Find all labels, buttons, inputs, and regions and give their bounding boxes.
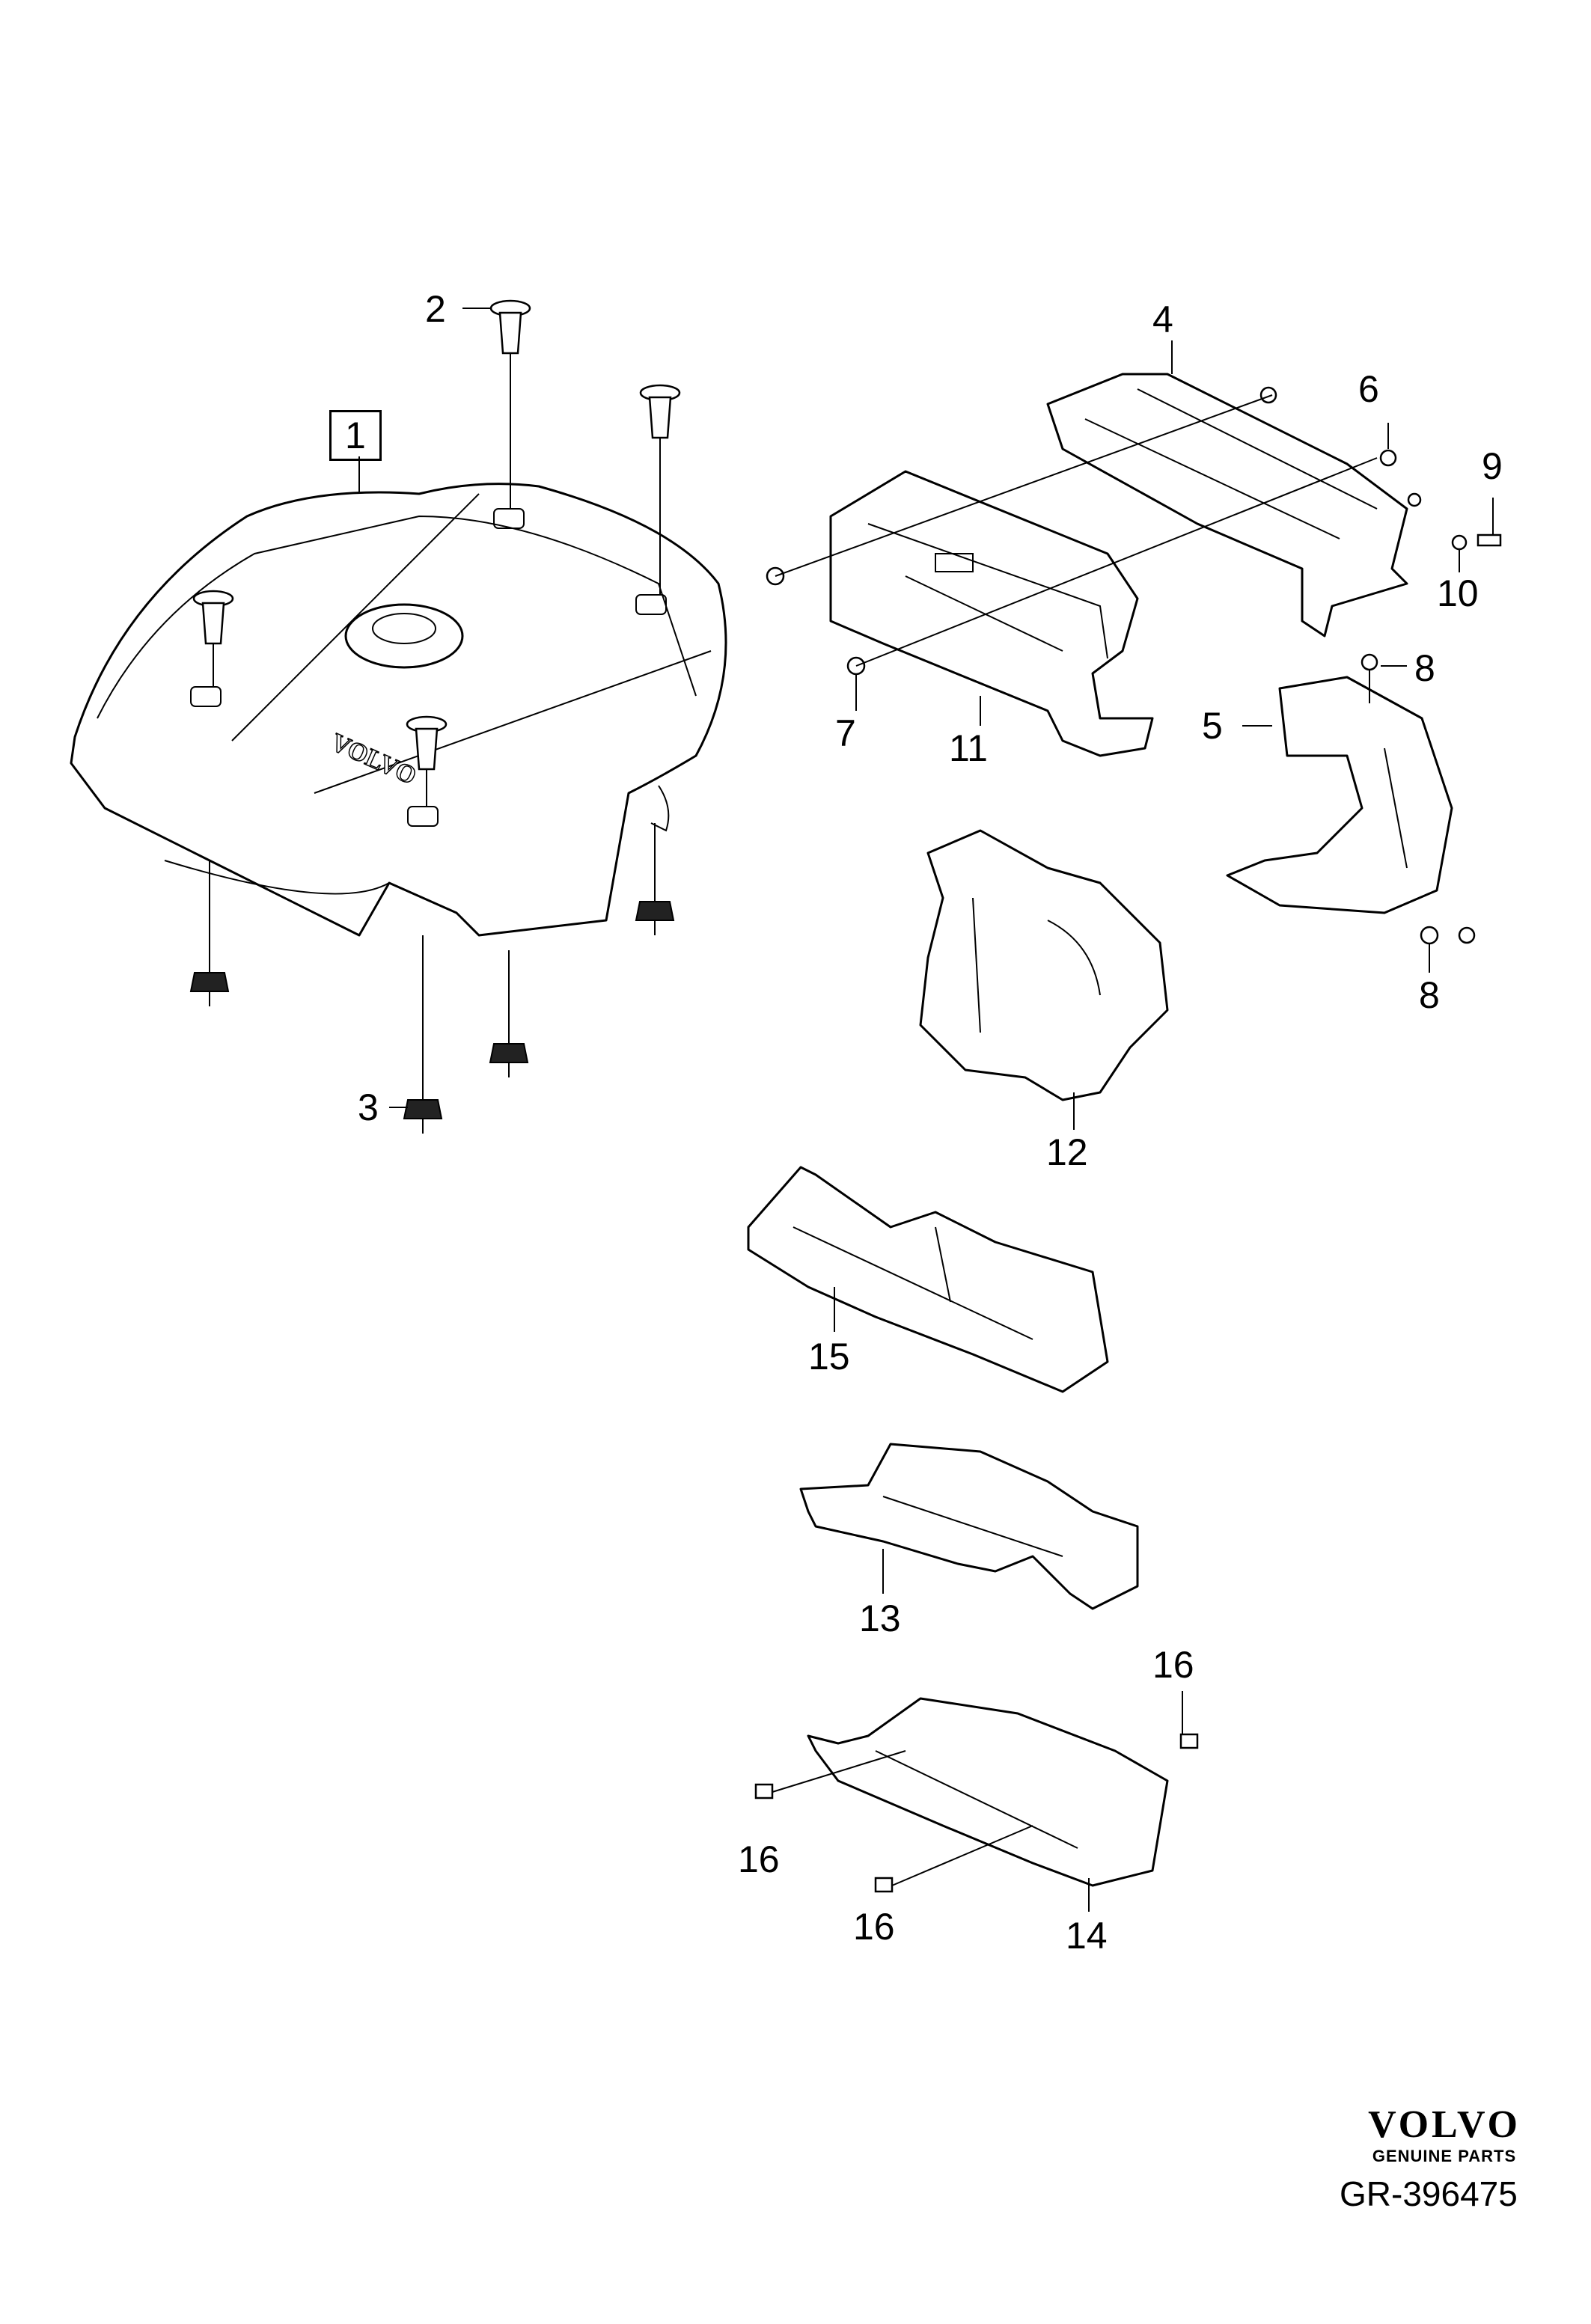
callout-15: 15 [808,1336,850,1377]
callout-8-lower: 8 [1419,974,1440,1016]
callout-2: 2 [425,288,446,330]
callout-3: 3 [358,1086,379,1128]
heat-shield-part-11 [829,470,1154,757]
leaders-right [772,340,1494,1912]
callout-4: 4 [1152,299,1173,340]
leaders-left [209,308,661,1108]
callout-12: 12 [1046,1131,1088,1173]
grommet-part-3 [189,901,675,1134]
heat-shield-part-5 [1226,676,1453,914]
callout-11: 11 [949,727,988,769]
brand-subtitle: GENUINE PARTS [1372,2147,1517,2165]
callout-16-right: 16 [1152,1644,1194,1686]
callout-1: 1 [329,410,382,461]
heat-shield-part-13 [799,1443,1139,1610]
callout-7: 7 [835,712,856,754]
engine-cover: VOLVO [70,483,727,937]
push-pin-part-2 [192,299,681,771]
diagram-id: GR-396475 [1340,2174,1518,2213]
callout-13: 13 [859,1597,901,1639]
heat-shield-part-12 [919,829,1169,1101]
callout-16-bottom: 16 [853,1906,895,1948]
heat-shield-part-4 [1046,373,1408,637]
heat-shield-part-15 [747,1166,1109,1393]
callout-9: 9 [1482,445,1503,487]
callout-6: 6 [1358,368,1379,410]
brand-mark: VOLVO GENUINE PARTS [1355,2103,1534,2166]
callout-10: 10 [1437,572,1479,614]
heat-shield-part-14 [807,1697,1169,1887]
callout-16-left: 16 [738,1838,780,1880]
callout-14: 14 [1066,1915,1108,1957]
callout-5: 5 [1202,705,1223,747]
brand-logo: VOLVO [1368,2103,1521,2146]
callout-8-upper: 8 [1414,647,1435,689]
